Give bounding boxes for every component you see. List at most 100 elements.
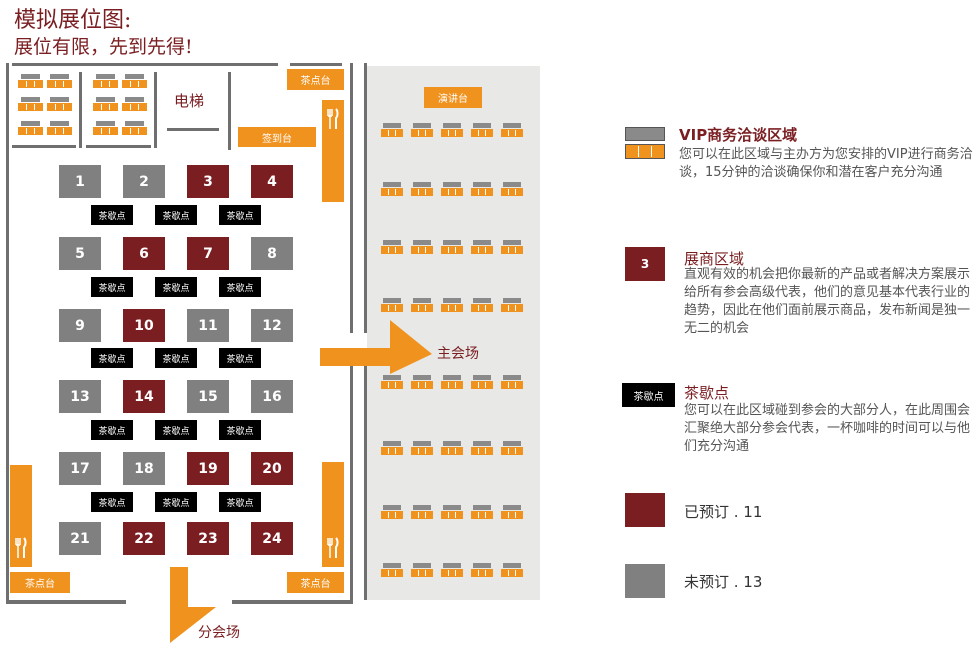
legend-exhibitor-desc: 直观有效的机会把你最新的产品或者解决方案展示给所有参会高级代表，他们的意见基本代…	[684, 267, 971, 336]
buffet-column-bottom-left	[10, 465, 32, 567]
booth[interactable]: 4	[251, 165, 293, 198]
booth[interactable]: 6	[123, 237, 165, 270]
booth[interactable]: 8	[251, 237, 293, 270]
booth[interactable]: 19	[187, 452, 229, 485]
vip-seat	[47, 97, 72, 111]
wall-top-right	[290, 63, 342, 66]
hall-seat	[381, 441, 403, 455]
tea-break-point: 茶歇点	[155, 205, 197, 225]
vip-seat	[122, 74, 147, 88]
vip-seat	[122, 121, 147, 135]
hall-seat	[411, 563, 433, 577]
booth[interactable]: 16	[251, 380, 293, 413]
elevator-divider	[228, 72, 231, 150]
booth[interactable]: 7	[187, 237, 229, 270]
vip-room-wall-1	[12, 145, 76, 148]
booth[interactable]: 14	[123, 380, 165, 413]
booth[interactable]: 10	[123, 309, 165, 342]
tea-break-point: 茶歇点	[219, 277, 261, 297]
vip-seat	[93, 74, 118, 88]
booth[interactable]: 18	[123, 452, 165, 485]
tea-break-point: 茶歇点	[219, 420, 261, 440]
tea-break-point: 茶歇点	[219, 205, 261, 225]
tea-break-point: 茶歇点	[155, 492, 197, 512]
booth[interactable]: 22	[123, 522, 165, 555]
hall-seat	[381, 240, 403, 254]
hall-seat	[411, 441, 433, 455]
elevator-wall	[167, 128, 219, 131]
sub-hall-label: 分会场	[198, 625, 240, 641]
booth[interactable]: 13	[59, 380, 101, 413]
booth[interactable]: 2	[123, 165, 165, 198]
hall-seat	[501, 123, 523, 137]
wall-right-lower	[350, 360, 353, 600]
legend-tea-title: 茶歇点	[684, 384, 730, 402]
hall-seat	[471, 123, 493, 137]
hall-seat	[411, 505, 433, 519]
tea-stand-bottom-left: 茶点台	[10, 572, 70, 593]
hall-seat	[411, 375, 433, 389]
legend-vip-desc: 您可以在此区域与主办方为您安排的VIP进行商务洽谈，15分钟的洽谈确保你和潜在客…	[679, 147, 973, 180]
hall-seat	[441, 123, 463, 137]
booth[interactable]: 15	[187, 380, 229, 413]
hall-seat	[501, 563, 523, 577]
legend-available-count: 未预订 . 13	[684, 573, 763, 591]
hall-wall-left	[364, 63, 367, 333]
booth[interactable]: 17	[59, 452, 101, 485]
hall-seat	[411, 240, 433, 254]
hall-seat	[441, 563, 463, 577]
buffet-column-top-right	[322, 100, 344, 202]
page-title: 模拟展位图:	[14, 8, 132, 33]
hall-seat	[441, 441, 463, 455]
hall-seat	[471, 240, 493, 254]
booth[interactable]: 23	[187, 522, 229, 555]
arrow-down-icon	[170, 567, 216, 643]
hall-seat	[381, 182, 403, 196]
tea-break-point: 茶歇点	[155, 348, 197, 368]
booth[interactable]: 9	[59, 309, 101, 342]
wall-bottom-left	[6, 600, 126, 604]
tea-break-point: 茶歇点	[155, 420, 197, 440]
vip-seat	[93, 121, 118, 135]
arrow-right-icon	[320, 320, 432, 374]
booth[interactable]: 1	[59, 165, 101, 198]
vip-seat	[18, 74, 43, 88]
hall-seat	[441, 298, 463, 312]
booth[interactable]: 3	[187, 165, 229, 198]
wall-bottom-right	[232, 600, 353, 604]
hall-seat	[411, 182, 433, 196]
legend-exhibitor-title: 展商区域	[684, 250, 745, 268]
vip-seat	[47, 74, 72, 88]
wall-left	[6, 63, 9, 600]
tea-break-point: 茶歇点	[219, 492, 261, 512]
tea-break-point: 茶歇点	[91, 277, 133, 297]
vip-seat	[122, 97, 147, 111]
booth[interactable]: 20	[251, 452, 293, 485]
vip-seat	[18, 97, 43, 111]
booth[interactable]: 21	[59, 522, 101, 555]
hall-seat	[441, 182, 463, 196]
fork-knife-icon	[15, 537, 27, 558]
sign-in-desk: 签到台	[238, 127, 316, 147]
hall-seat	[501, 240, 523, 254]
vip-room-wall-2	[86, 145, 151, 148]
booth[interactable]: 12	[251, 309, 293, 342]
hall-seat	[471, 375, 493, 389]
hall-seat	[471, 298, 493, 312]
hall-seat	[471, 505, 493, 519]
legend-vip-title: VIP商务洽谈区域	[679, 126, 798, 144]
hall-seat	[501, 505, 523, 519]
booth[interactable]: 5	[59, 237, 101, 270]
vip-room-divider-2	[154, 72, 157, 148]
hall-seat	[471, 441, 493, 455]
hall-seat	[381, 298, 403, 312]
tea-stand-top: 茶点台	[287, 69, 344, 90]
tea-break-point: 茶歇点	[155, 277, 197, 297]
hall-seat	[441, 505, 463, 519]
hall-seat	[381, 123, 403, 137]
vip-seat	[47, 121, 72, 135]
hall-seat	[381, 375, 403, 389]
booth[interactable]: 11	[187, 309, 229, 342]
wall-right-upper	[350, 63, 353, 333]
booth[interactable]: 24	[251, 522, 293, 555]
